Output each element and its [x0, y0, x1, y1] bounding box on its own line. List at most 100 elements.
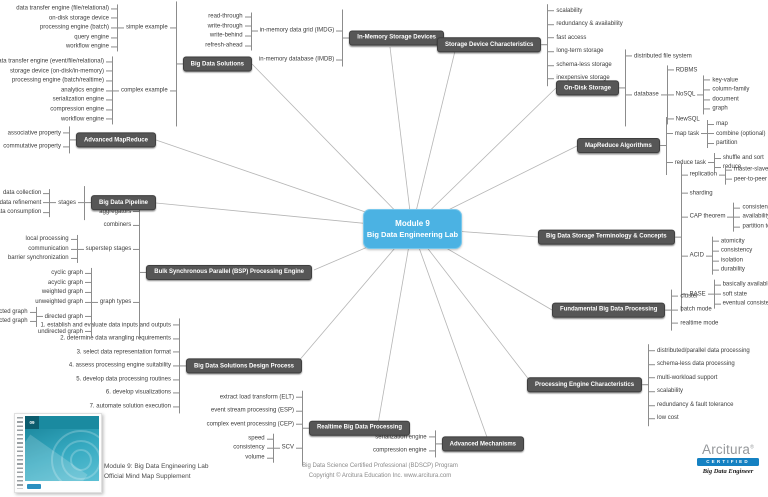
- map-label-read-through: read-through: [208, 13, 243, 20]
- map-label-replication: replication: [689, 171, 717, 178]
- branch-node-big-data-solutions-design-process: Big Data Solutions Design Process: [185, 358, 302, 374]
- supplement-caption: Module 9: Big Data Engineering Lab Offic…: [104, 462, 208, 482]
- map-label-realtime-mode: realtime mode: [680, 320, 719, 327]
- map-label-2-determine-data-wrangling-requirements: 2. determine data wrangling requirements: [60, 335, 171, 342]
- registered-mark: ®: [750, 444, 754, 451]
- branch-node-advanced-mapreduce: Advanced MapReduce: [75, 132, 156, 148]
- map-label-serialization-engine: serialization engine: [52, 96, 104, 103]
- map-label-acyclic-graph: acyclic graph: [47, 279, 83, 286]
- map-label-isolation: isolation: [720, 257, 743, 264]
- branch-node-in-memory-storage-devices: In-Memory Storage Devices: [349, 30, 444, 46]
- program-caption-line2: Copyright © Arcitura Education Inc. www.…: [308, 473, 452, 480]
- map-label-directed-graph: directed graph: [44, 313, 83, 320]
- certification-tagline: Big Data Engineer: [702, 468, 754, 475]
- map-label-uni-directed-graph: uni-directed graph: [0, 308, 28, 315]
- module-number-badge: 09: [25, 416, 39, 429]
- map-label-complex-event-processing-cep: complex event processing (CEP): [206, 421, 294, 428]
- branch-node-processing-engine-characteristics: Processing Engine Characteristics: [527, 377, 643, 393]
- map-label-cap-theorem: CAP theorem: [689, 214, 726, 221]
- map-label-speed: speed: [248, 435, 265, 442]
- branch-node-big-data-storage-terminology-concepts: Big Data Storage Terminology & Concepts: [538, 229, 675, 245]
- map-label-associative-property: associative property: [7, 129, 61, 136]
- map-label-scv: SCV: [281, 445, 294, 452]
- map-label-bi-directed-graph: bi-directed graph: [0, 318, 28, 325]
- map-label-redundancy-availability: redundancy & availability: [556, 21, 623, 28]
- map-label-workflow-engine: workflow engine: [60, 115, 104, 122]
- map-label-schema-less-data-processing: schema-less data processing: [657, 361, 735, 368]
- map-label-cluster: cluster: [680, 293, 699, 300]
- map-label-1-establish-and-evaluate-data-inputs-and-outputs: 1. establish and evaluate data inputs an…: [40, 321, 171, 328]
- supplement-caption-line2: Official Mind Map Supplement: [104, 473, 191, 481]
- map-label-barrier-synchronization: barrier synchronization: [7, 255, 69, 262]
- map-label-multi-workload-support: multi-workload support: [657, 374, 718, 381]
- branch-node-advanced-mechanisms: Advanced Mechanisms: [441, 436, 524, 452]
- map-label-scalability: scalability: [657, 388, 684, 395]
- map-label-write-through: write-through: [207, 23, 243, 30]
- map-label-serialization-engine: serialization engine: [375, 433, 427, 440]
- map-label-weighted-graph: weighted graph: [41, 289, 83, 296]
- map-label-map-task: map task: [674, 130, 700, 137]
- map-label-aggregators: aggregators: [99, 208, 132, 215]
- map-label-nosql: NoSQL: [675, 91, 696, 98]
- map-label-event-stream-processing-esp: event stream processing (ESP): [210, 407, 294, 414]
- map-label-master-slave: master-slave: [733, 166, 768, 173]
- map-label-volume: volume: [245, 454, 265, 461]
- map-label-unweighted-graph: unweighted graph: [35, 298, 83, 305]
- arcitura-logo: Arcitura® CERTIFIED Big Data Engineer: [697, 443, 759, 475]
- map-label-peer-to-peer: peer-to-peer: [733, 176, 767, 183]
- map-label-graph: graph: [712, 105, 728, 112]
- branch-node-on-disk-storage: On-Disk Storage: [556, 80, 620, 96]
- supplement-booklet-cover: 09: [14, 413, 102, 493]
- map-label-schema-less-storage: schema-less storage: [556, 62, 612, 69]
- map-label-key-value: key-value: [712, 77, 739, 84]
- map-label-combine-optional: combine (optional): [716, 130, 766, 137]
- map-label-workflow-engine: workflow engine: [65, 43, 109, 50]
- cover-ring-icon: [70, 449, 92, 471]
- map-label-consistency: consistency: [742, 204, 768, 211]
- branch-node-big-data-solutions: Big Data Solutions: [182, 56, 252, 72]
- map-label-in-memory-data-grid-imdg: in-memory data grid (IMDG): [259, 27, 335, 34]
- map-label-sharding: sharding: [689, 190, 713, 197]
- central-topic-line1: Module 9: [395, 219, 430, 228]
- branch-big-data-solutions-design-process: Big Data Solutions Design Process 1. esta…: [39, 318, 302, 414]
- map-label-data-transfer-engine-event-file-relational: data transfer engine (event/file/relatio…: [0, 58, 104, 65]
- map-label-combiners: combiners: [103, 222, 132, 229]
- map-label-5-develop-data-processing-routines: 5. develop data processing routines: [76, 376, 171, 383]
- map-label-consistency: consistency: [720, 247, 753, 254]
- map-label-query-engine: query engine: [74, 34, 109, 41]
- map-label-basically-available: basically available: [722, 281, 768, 288]
- branch-node-fundamental-big-data-processing: Fundamental Big Data Processing: [552, 302, 666, 318]
- map-label-soft-state: soft state: [722, 291, 747, 298]
- map-label-local-processing: local processing: [25, 236, 69, 243]
- map-label-commutative-property: commutative property: [3, 143, 61, 150]
- map-label-partition: partition: [716, 140, 738, 147]
- map-label-redundancy-fault-tolerance: redundancy & fault tolerance: [657, 402, 734, 409]
- map-label-superstep-stages: superstep stages: [85, 245, 132, 252]
- map-label-low-cost: low cost: [657, 415, 679, 422]
- cover-ring-icon: [61, 440, 99, 480]
- map-label-3-select-data-representation-format: 3. select data representation format: [76, 349, 171, 356]
- branch-node-bulk-synchronous-parallel-bsp-processing-engine: Bulk Synchronous Parallel (BSP) Processi…: [146, 264, 312, 280]
- map-label-stages: stages: [58, 199, 76, 206]
- map-label-availability: availability: [742, 214, 768, 221]
- map-label-storage-device-on-disk-in-memory: storage device (on-disk/in-memory): [9, 68, 104, 74]
- map-label-7-automate-solution-execution: 7. automate solution execution: [89, 403, 171, 410]
- central-topic-line2: Big Data Engineering Lab: [366, 230, 459, 239]
- map-label-scalability: scalability: [556, 7, 583, 14]
- map-label-write-behind: write-behind: [209, 32, 243, 39]
- spiral-binding-icon: [17, 417, 23, 489]
- cover-ring-icon: [51, 430, 99, 481]
- map-label-6-develop-visualizations: 6. develop visualizations: [105, 389, 171, 396]
- map-label-cyclic-graph: cyclic graph: [51, 269, 83, 276]
- map-label-consistency: consistency: [233, 445, 265, 452]
- cover-title-band: [39, 416, 99, 429]
- map-label-column-family: column-family: [712, 86, 750, 93]
- map-label-communication: communication: [28, 245, 69, 252]
- map-label-eventual-consistency: eventual consistency: [722, 300, 768, 307]
- cover-logo-chip: [27, 483, 41, 489]
- map-label-undirected-graph: undirected graph: [37, 328, 83, 335]
- branch-node-storage-device-characteristics: Storage Device Characteristics: [437, 37, 542, 53]
